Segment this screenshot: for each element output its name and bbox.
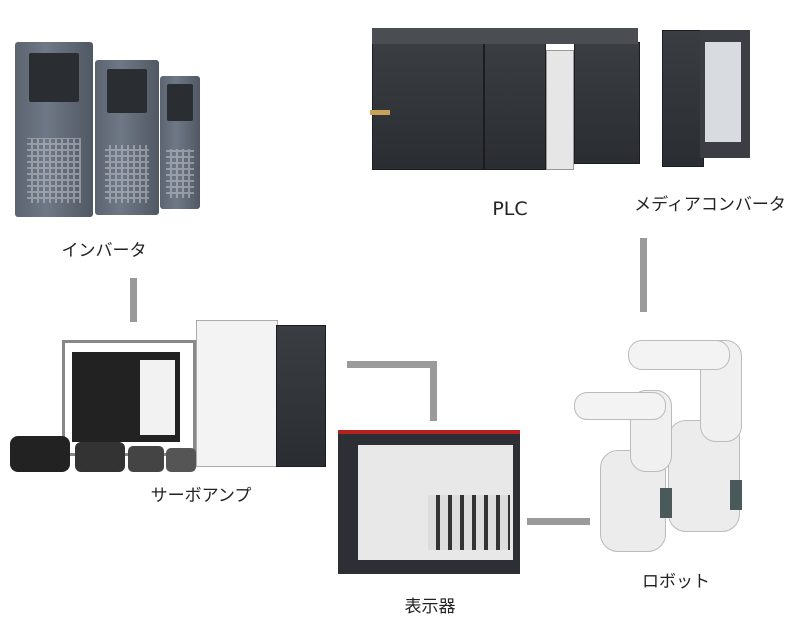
connector-display-robot: [527, 518, 590, 525]
connector-servo-display-h: [347, 361, 437, 368]
display-label: 表示器: [404, 597, 456, 617]
connector-inverter-servo: [130, 278, 137, 322]
connector-converter-robot: [640, 238, 647, 312]
media-converter-label: メディアコンバータ: [634, 195, 786, 215]
inverter-label: インバータ: [61, 241, 147, 261]
servo-amp-label: サーボアンプ: [150, 486, 252, 506]
robot-label: ロボット: [642, 572, 710, 592]
plc-label: PLC: [492, 198, 528, 220]
connector-servo-display-v: [430, 361, 437, 421]
